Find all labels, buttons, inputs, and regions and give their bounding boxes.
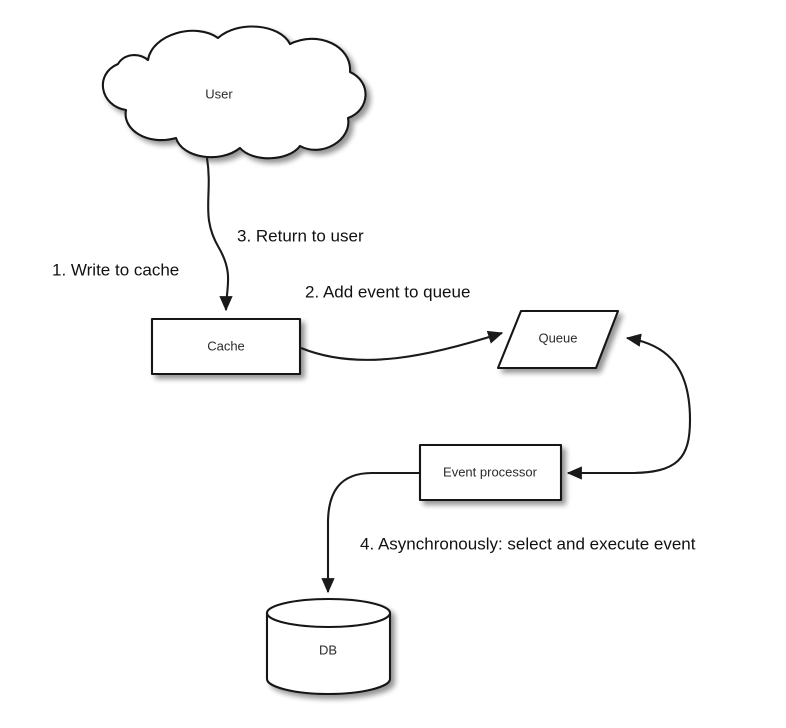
node-event-processor-label: Event processor: [443, 464, 538, 479]
db-top-ellipse: [265, 597, 392, 629]
edge-event-processor-to-db: [321, 471, 419, 594]
node-cache-label: Cache: [207, 338, 245, 353]
node-user-label: User: [205, 86, 233, 101]
edge-user-to-cache: [205, 157, 233, 312]
cache-shape: [150, 317, 302, 376]
step-label-2: 2. Add event to queue: [305, 282, 470, 301]
step-label-4: 4. Asynchronously: select and execute ev…: [360, 534, 696, 553]
event-processor-shape: [418, 443, 563, 502]
step-label-1: 1. Write to cache: [52, 260, 179, 279]
edge-cache-to-queue: [300, 330, 504, 361]
node-queue-label: Queue: [538, 330, 577, 345]
node-db[interactable]: DB: [265, 597, 392, 696]
node-user[interactable]: User: [101, 25, 367, 160]
cloud-shape: [101, 25, 367, 160]
node-cache[interactable]: Cache: [150, 317, 302, 376]
db-body-shape: [265, 611, 392, 696]
node-event-processor[interactable]: Event processor: [418, 443, 563, 502]
node-queue[interactable]: Queue: [496, 309, 620, 370]
edge-queue-event-processor: [566, 333, 692, 480]
node-db-label: DB: [319, 642, 337, 657]
step-label-3: 3. Return to user: [237, 226, 364, 245]
